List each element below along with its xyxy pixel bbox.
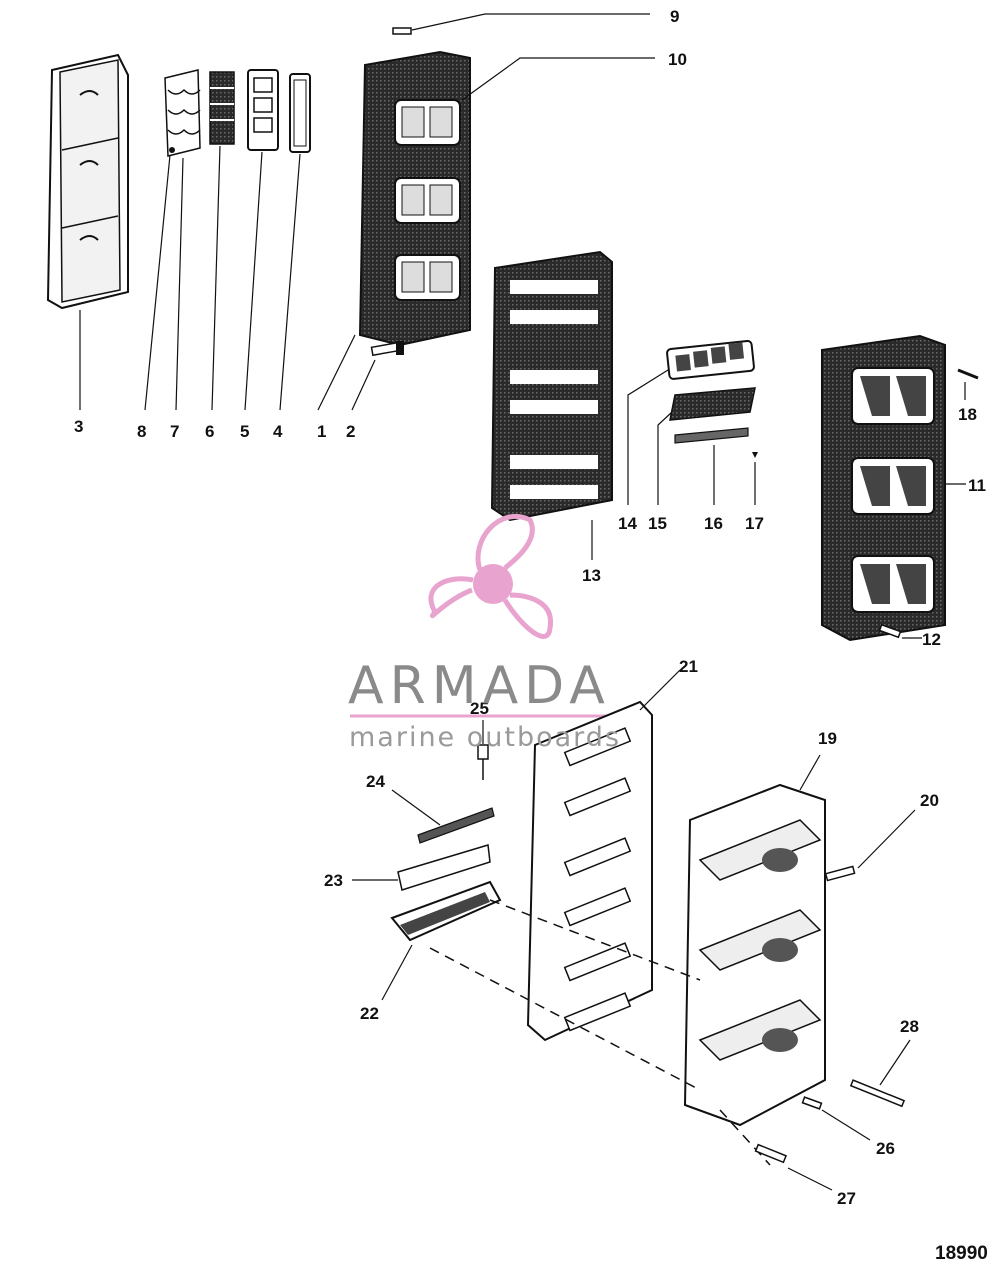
callout-6: 6 bbox=[205, 422, 215, 441]
part-14-reed-housing bbox=[627, 339, 755, 505]
callout-27: 27 bbox=[837, 1189, 856, 1208]
part-8-screw bbox=[144, 147, 175, 411]
callout-9: 9 bbox=[670, 7, 680, 26]
part-7-reed bbox=[164, 69, 201, 411]
callout-20: 20 bbox=[920, 791, 939, 810]
part-17-screw bbox=[752, 452, 758, 505]
part-19-manifold-block bbox=[683, 754, 826, 1127]
watermark-brand: ARMADA bbox=[348, 656, 611, 716]
callout-23: 23 bbox=[324, 871, 343, 890]
callout-3: 3 bbox=[74, 417, 84, 436]
callout-17: 17 bbox=[745, 514, 764, 533]
callout-10: 10 bbox=[668, 50, 687, 69]
assembly-guide-lines bbox=[429, 899, 771, 1166]
part-13-gasket-plate bbox=[490, 250, 613, 560]
callout-22: 22 bbox=[360, 1004, 379, 1023]
callout-8: 8 bbox=[137, 422, 147, 441]
part-23-reed-petals bbox=[352, 844, 491, 891]
part-5-reed-housing bbox=[244, 69, 279, 411]
callout-12: 12 bbox=[922, 630, 941, 649]
part-20-bolt bbox=[824, 809, 916, 882]
callout-24: 24 bbox=[366, 772, 385, 791]
part-28-long-bolt bbox=[849, 1039, 911, 1108]
callout-18: 18 bbox=[958, 405, 977, 424]
part-9-screw bbox=[392, 13, 650, 35]
part-25-screw bbox=[477, 720, 489, 780]
callout-11: 11 bbox=[968, 476, 986, 495]
part-15-reed-strip bbox=[657, 387, 756, 505]
callout-1: 1 bbox=[317, 422, 327, 441]
callout-19: 19 bbox=[818, 729, 837, 748]
propeller-logo-icon bbox=[428, 513, 553, 639]
callout-2: 2 bbox=[346, 422, 356, 441]
part-18-pin bbox=[957, 368, 979, 400]
drawing-number: 18990 bbox=[935, 1243, 988, 1263]
callout-28: 28 bbox=[900, 1017, 919, 1036]
part-24-stop-plate bbox=[391, 789, 495, 844]
part-10-leader bbox=[461, 57, 655, 101]
callout-14: 14 bbox=[618, 514, 637, 533]
part-4-gasket bbox=[279, 73, 311, 411]
callout-5: 5 bbox=[240, 422, 250, 441]
watermark-tagline: marine outboards bbox=[349, 722, 622, 753]
callout-13: 13 bbox=[582, 566, 601, 585]
callout-21: 21 bbox=[679, 657, 698, 676]
callout-16: 16 bbox=[704, 514, 723, 533]
part-2-bolt bbox=[351, 341, 404, 411]
part-16-stop-plate bbox=[674, 427, 749, 505]
callout-15: 15 bbox=[648, 514, 667, 533]
part-26-dowel bbox=[801, 1096, 871, 1141]
part-3-cover-plate bbox=[46, 53, 129, 410]
part-12-bolt bbox=[878, 623, 922, 639]
callout-25: 25 bbox=[470, 699, 489, 718]
callout-4: 4 bbox=[273, 422, 283, 441]
callout-7: 7 bbox=[170, 422, 180, 441]
part-21-gasket-plate bbox=[526, 669, 681, 1042]
part-11-intake-manifold bbox=[821, 334, 966, 642]
part-27-bolt bbox=[754, 1143, 833, 1191]
part-22-reed-block bbox=[381, 880, 502, 1001]
part-6-reed-stack bbox=[209, 71, 235, 411]
part-1-intake-block bbox=[317, 50, 471, 411]
callout-26: 26 bbox=[876, 1139, 895, 1158]
